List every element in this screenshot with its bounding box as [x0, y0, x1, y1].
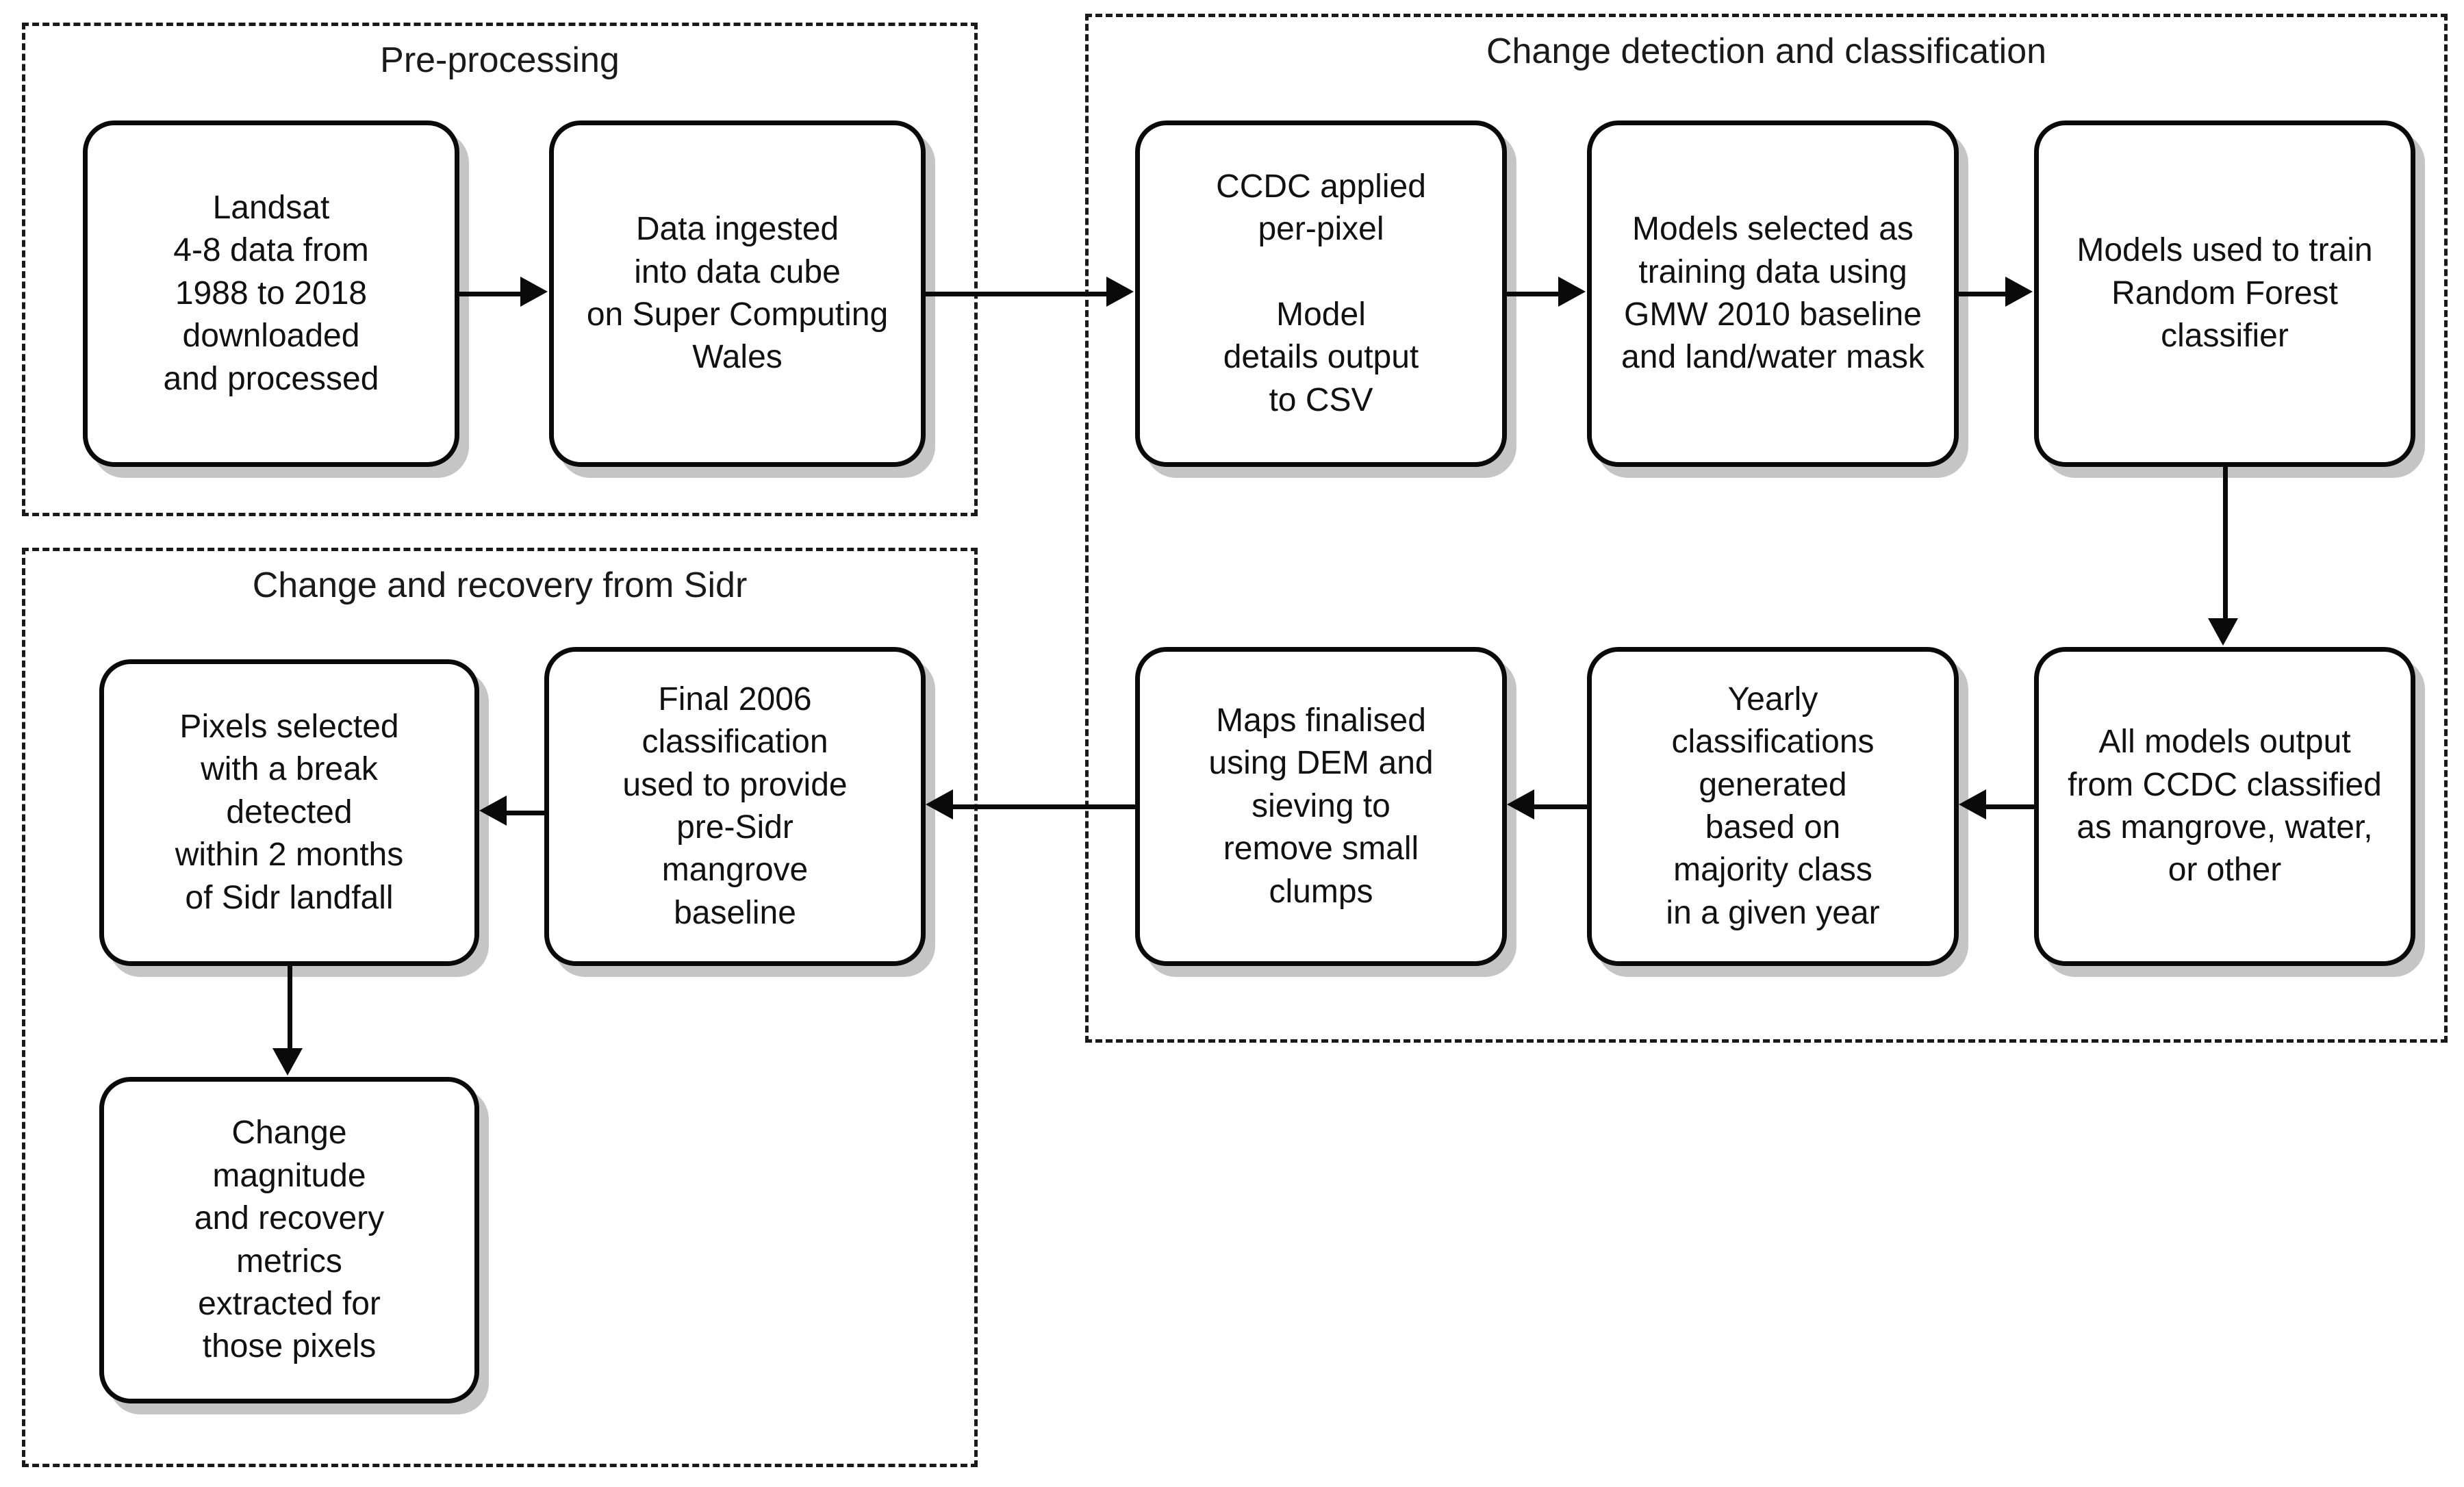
arrowhead-landsat-to-datacube [520, 277, 548, 307]
panel-pre-processing: Pre-processing [22, 23, 978, 516]
arrowhead-yearly-to-maps [1507, 789, 1534, 819]
arrowhead-maps-to-final2006 [926, 789, 953, 819]
connector-line-maps-to-final2006 [950, 804, 1135, 809]
connector-line-randomforest-to-allmodels [2223, 467, 2228, 622]
connector-line-final2006-to-pixels [504, 811, 544, 815]
connector-line-yearly-to-maps [1532, 804, 1587, 809]
arrowhead-datacube-to-ccdc [1106, 277, 1134, 307]
node-maps-finalised[interactable]: Maps finalised using DEM and sieving to … [1135, 647, 1507, 966]
connector-line-datacube-to-ccdc [926, 292, 1110, 296]
arrowhead-randomforest-to-allmodels [2208, 618, 2238, 646]
connector-line-pixels-to-metrics [288, 966, 292, 1052]
node-all-models-output[interactable]: All models output from CCDC classified a… [2034, 647, 2415, 966]
connector-line-landsat-to-datacube [459, 292, 524, 296]
node-label: Change magnitude and recovery metrics ex… [194, 1115, 385, 1365]
node-data-cube[interactable]: Data ingested into data cube on Super Co… [549, 120, 926, 467]
arrowhead-allmodels-to-yearly [1959, 789, 1986, 819]
node-label: Yearly classifications generated based o… [1666, 681, 1880, 931]
node-label: Models used to train Random Forest class… [2076, 232, 2373, 355]
node-change-metrics[interactable]: Change magnitude and recovery metrics ex… [99, 1077, 479, 1403]
node-models-training-data[interactable]: Models selected as training data using G… [1587, 120, 1959, 467]
arrowhead-training-to-randomforest [2005, 277, 2033, 307]
arrowhead-ccdc-to-training [1558, 277, 1586, 307]
node-label: Maps finalised using DEM and sieving to … [1208, 702, 1434, 910]
node-final-2006-classification[interactable]: Final 2006 classification used to provid… [544, 647, 926, 966]
connector-line-training-to-randomforest [1959, 292, 2009, 296]
panel-title-change-detection: Change detection and classification [1486, 31, 2047, 71]
node-label: Landsat 4-8 data from 1988 to 2018 downl… [163, 190, 379, 397]
node-label: Data ingested into data cube on Super Co… [586, 211, 889, 376]
node-label: CCDC applied per-pixel Model details out… [1216, 168, 1426, 418]
node-landsat-data[interactable]: Landsat 4-8 data from 1988 to 2018 downl… [83, 120, 459, 467]
panel-title-pre-processing: Pre-processing [380, 40, 620, 80]
connector-line-ccdc-to-training [1507, 292, 1562, 296]
node-label: Final 2006 classification used to provid… [622, 681, 848, 931]
node-random-forest[interactable]: Models used to train Random Forest class… [2034, 120, 2415, 467]
node-pixels-selected[interactable]: Pixels selected with a break detected wi… [99, 659, 479, 966]
node-yearly-classifications[interactable]: Yearly classifications generated based o… [1587, 647, 1959, 966]
connector-line-allmodels-to-yearly [1983, 804, 2034, 809]
node-label: Pixels selected with a break detected wi… [175, 709, 404, 916]
panel-change-recovery: Change and recovery from Sidr [22, 548, 978, 1467]
node-label: Models selected as training data using G… [1621, 211, 1925, 376]
arrowhead-final2006-to-pixels [479, 796, 507, 826]
panel-change-detection: Change detection and classification [1085, 14, 2448, 1043]
node-ccdc-applied[interactable]: CCDC applied per-pixel Model details out… [1135, 120, 1507, 467]
panel-title-change-recovery: Change and recovery from Sidr [252, 565, 748, 605]
node-label: All models output from CCDC classified a… [2068, 724, 2382, 889]
arrowhead-pixels-to-metrics [272, 1048, 303, 1076]
